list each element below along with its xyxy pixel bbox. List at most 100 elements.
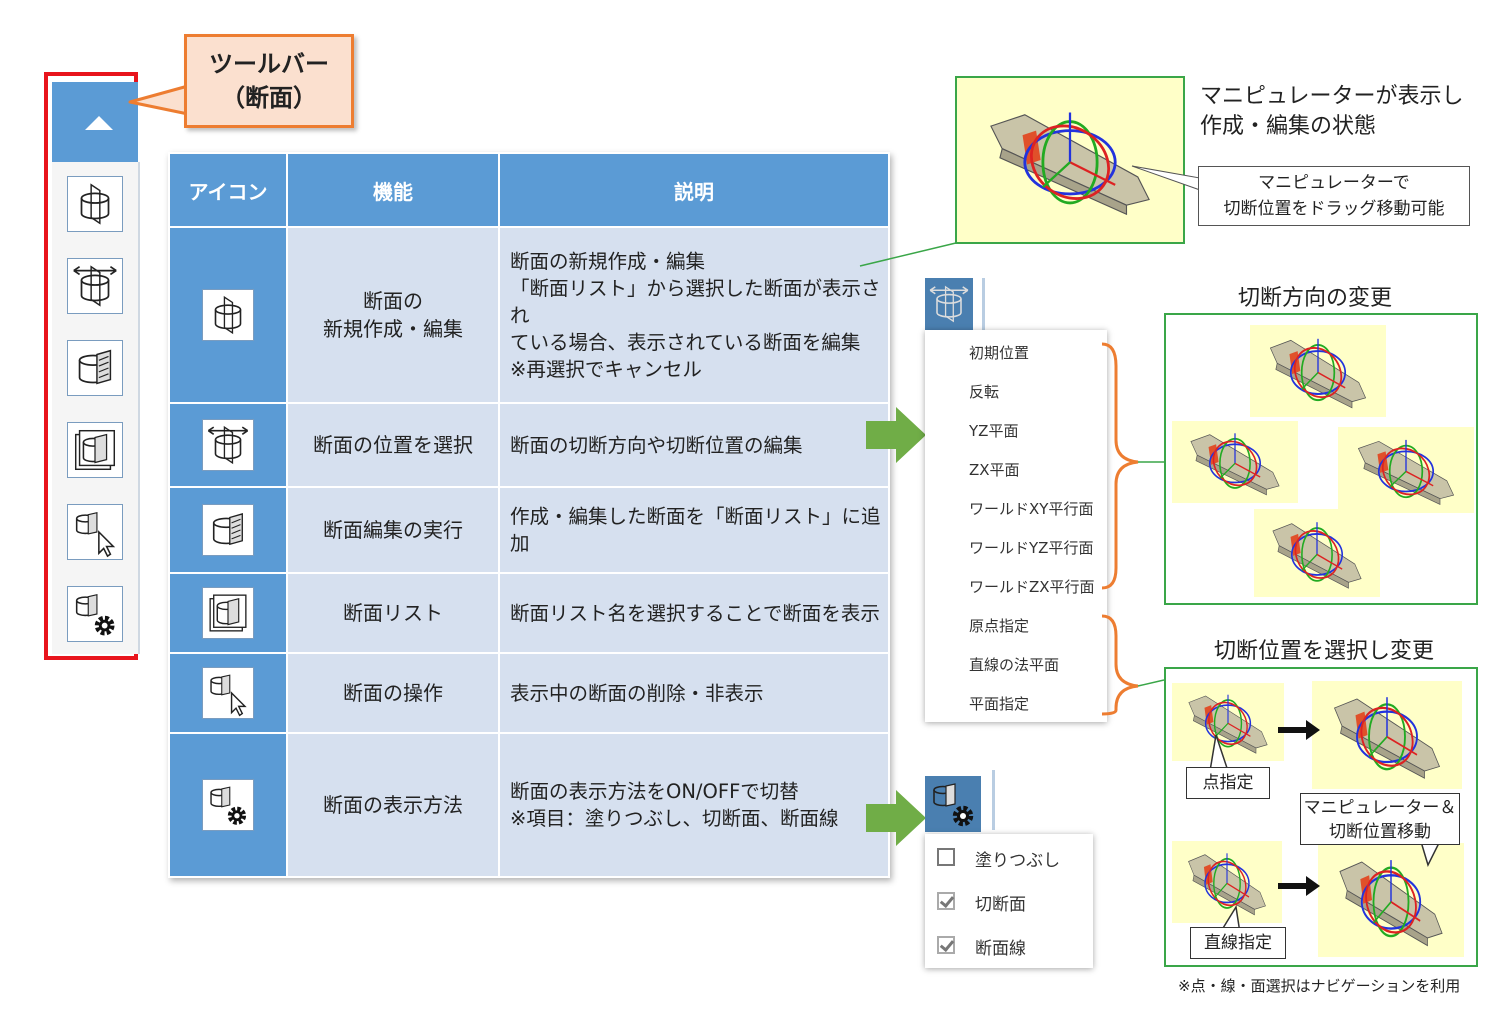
function-label: 断面の位置を選択: [313, 433, 473, 457]
function-label: 断面編集の実行: [323, 518, 463, 542]
part-thumbnail: [1338, 427, 1474, 513]
description-text: ている場合、表示されている断面を編集: [510, 330, 861, 354]
function-label: 断面の操作: [343, 681, 443, 705]
part-thumbnail: [1254, 509, 1380, 597]
function-label: 新規作成・編集: [323, 317, 463, 341]
position-menu: 初期位置 反転 YZ平面 ZX平面 ワールドXY平行面 ワールドYZ平行面 ワー…: [925, 330, 1107, 722]
section-position-button[interactable]: [67, 258, 123, 314]
description-text: ※再選択でキャンセル: [510, 357, 702, 381]
manip-label-line-2: 切断位置移動: [1329, 822, 1431, 842]
section-display-icon: [202, 779, 254, 831]
section-new-icon: [68, 177, 122, 231]
position-change-panel: 点指定 マニピュレーター＆ 切断位置移動 直線指定: [1164, 667, 1478, 967]
checkbox-label: 切断面: [975, 895, 1026, 915]
menu-item-world-yz[interactable]: ワールドYZ平行面: [969, 539, 1094, 557]
toolbar-edge: [992, 770, 995, 830]
menu-item-line-normal[interactable]: 直線の法平面: [969, 656, 1060, 674]
toolbar-edge: [982, 278, 985, 330]
arrow-right-icon: [866, 407, 926, 463]
menu-item-world-xy[interactable]: ワールドXY平行面: [969, 500, 1094, 518]
description-text: 断面の切断方向や切断位置の編集: [510, 433, 803, 457]
checkbox-unchecked-icon[interactable]: [937, 848, 955, 866]
table-row: 断面の表示方法 断面の表示方法をON/OFFで切替 ※項目：塗りつぶし、切断面、…: [168, 732, 890, 878]
section-display-icon: [68, 587, 122, 641]
section-execute-icon: [202, 504, 254, 556]
function-table: アイコン 機能 説明 断面の 新規作成・編集 断面の新規作成・編集 「断面リスト…: [168, 152, 890, 878]
checkbox-label: 断面線: [975, 939, 1026, 959]
section-operate-icon: [68, 505, 122, 559]
triangle-up-icon: [85, 116, 113, 130]
description-text: ※項目：塗りつぶし、切断面、断面線: [510, 807, 839, 830]
part-thumbnail: [1172, 421, 1298, 503]
arrow-right-icon: [1278, 720, 1320, 740]
header-function: 機能: [286, 152, 500, 228]
part-thumbnail: [1172, 683, 1284, 761]
section-position-icon: [202, 419, 254, 471]
description-text: 表示中の断面の削除・非表示: [510, 681, 764, 705]
section-operate-button[interactable]: [67, 504, 123, 560]
table-row: 断面リスト 断面リスト名を選択することで断面を表示: [168, 572, 890, 654]
menu-item-plane[interactable]: 平面指定: [969, 695, 1030, 713]
connector-line: [859, 241, 961, 267]
manip-label-line-1: マニピュレーター＆: [1303, 798, 1457, 818]
header-description: 説明: [498, 152, 890, 228]
menu-item-origin[interactable]: 原点指定: [969, 617, 1030, 635]
note-line-1: マニピュレーターで: [1258, 173, 1410, 193]
description-text: 断面の新規作成・編集: [510, 249, 706, 273]
manipulator-viewport: [955, 76, 1185, 244]
description-text: 断面の表示方法をON/OFFで切替: [510, 780, 799, 803]
menu-item-world-zx[interactable]: ワールドZX平行面: [969, 578, 1095, 596]
checkbox-checked-icon[interactable]: [937, 936, 955, 954]
toolbar-collapse-button[interactable]: [52, 82, 138, 162]
manipulator-title-line-2: 作成・編集の状態: [1200, 114, 1377, 139]
description-text: 作成・編集した断面を「断面リスト」に追加: [510, 505, 881, 555]
callout-line-2: （断面）: [221, 84, 317, 112]
section-execute-button[interactable]: [67, 340, 123, 396]
section-new-icon: [202, 289, 254, 341]
arrow-right-icon: [866, 790, 926, 846]
function-label: 断面の表示方法: [323, 793, 463, 817]
section-list-icon: [68, 423, 122, 477]
function-label: 断面リスト: [343, 601, 443, 625]
manipulator-note: マニピュレーターで 切断位置をドラッグ移動可能: [1198, 166, 1470, 226]
section-display-icon: [925, 776, 981, 832]
section-list-icon: [202, 587, 254, 639]
arrow-right-icon: [1278, 876, 1320, 896]
section-list-button[interactable]: [67, 422, 123, 478]
manipulator-title: マニピュレーターが表示し 作成・編集の状態: [1200, 82, 1464, 142]
section-position-button[interactable]: [925, 278, 973, 330]
section-new-button[interactable]: [67, 176, 123, 232]
manipulator-title-line-1: マニピュレーターが表示し: [1200, 84, 1464, 109]
section-position-icon: [68, 259, 122, 313]
point-selection-label: 点指定: [1186, 767, 1270, 799]
section-execute-icon: [68, 341, 122, 395]
description-text: 「断面リスト」から選択した断面が表示され: [510, 276, 881, 327]
menu-item-initial-position[interactable]: 初期位置: [969, 344, 1030, 362]
description-text: 断面リスト名を選択することで断面を表示: [510, 601, 880, 625]
part-thumbnail: [1250, 325, 1386, 417]
manipulator-move-label: マニピュレーター＆ 切断位置移動: [1300, 793, 1460, 845]
footnote: ※点・線・面選択はナビゲーションを利用: [1178, 977, 1461, 995]
display-menu: 塗りつぶし 切断面 断面線: [925, 834, 1093, 968]
header-icon: アイコン: [168, 152, 288, 228]
part-thumbnail: [1312, 681, 1462, 789]
direction-change-title: 切断方向の変更: [1238, 286, 1393, 311]
section-display-button[interactable]: [67, 586, 123, 642]
section-position-icon: [925, 278, 973, 330]
section-display-button[interactable]: [925, 776, 981, 832]
part-thumbnail: [1318, 843, 1464, 957]
brace-decoration: [1101, 342, 1165, 716]
section-operate-icon: [202, 667, 254, 719]
section-toolbar: [52, 162, 140, 654]
table-row: 断面の 新規作成・編集 断面の新規作成・編集 「断面リスト」から選択した断面が表…: [168, 226, 890, 404]
function-label: 断面の: [363, 289, 423, 313]
menu-item-zx-plane[interactable]: ZX平面: [969, 461, 1020, 479]
position-change-title: 切断位置を選択し変更: [1214, 639, 1435, 664]
checkbox-checked-icon[interactable]: [937, 892, 955, 910]
menu-item-yz-plane[interactable]: YZ平面: [969, 422, 1019, 440]
menu-item-flip[interactable]: 反転: [969, 383, 1000, 401]
direction-change-panel: [1164, 313, 1478, 605]
line-selection-label: 直線指定: [1190, 927, 1286, 959]
checkbox-label: 塗りつぶし: [975, 851, 1061, 871]
note-line-2: 切断位置をドラッグ移動可能: [1223, 199, 1445, 219]
